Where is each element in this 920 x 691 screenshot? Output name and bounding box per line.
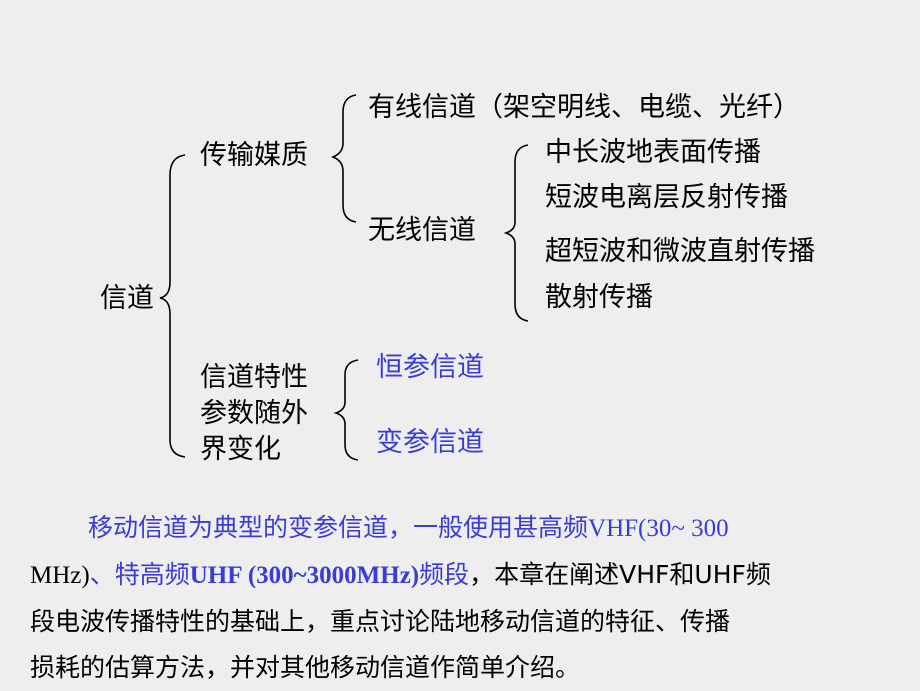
variable-channel: 变参信道	[376, 427, 484, 458]
para-text: 频段	[419, 560, 470, 589]
root-brace	[159, 154, 186, 458]
char-line: 界变化	[200, 434, 281, 465]
para-text: 移动信道为典型的变参信道，一般使用甚高频	[88, 513, 589, 542]
tree-brackets	[159, 94, 529, 461]
wireless-item: 超短波和微波直射传播	[545, 236, 815, 267]
medium-node: 传输媒质	[200, 140, 308, 171]
para-text: MHz)	[30, 562, 90, 589]
para-text: 、特高频	[89, 560, 190, 589]
root-node: 信道	[100, 283, 154, 314]
para-line-1: 移动信道为典型的变参信道，一般使用甚高频VHF(30~ 300	[30, 505, 900, 552]
wireless-brace	[503, 144, 529, 322]
para-line-2: MHz)、特高频UHF (300~3000MHz)频段，本章在阐述VHF和UHF…	[30, 552, 900, 599]
wired-node: 有线信道（架空明线、电缆、光纤）	[368, 92, 800, 123]
wireless-item: 短波电离层反射传播	[545, 182, 788, 213]
para-text: UHF (300~3000MHz)	[189, 562, 420, 589]
char-line: 信道特性	[200, 362, 308, 393]
char-brace	[333, 359, 359, 461]
medium-brace	[330, 94, 357, 223]
char-line: 参数随外	[200, 398, 308, 429]
wireless-node: 无线信道	[368, 215, 476, 246]
wireless-item: 散射传播	[545, 282, 653, 313]
para-text: ，本章在阐述VHF和UHF频	[469, 560, 771, 589]
para-line-4: 损耗的估算方法，并对其他移动信道作简单介绍。	[30, 653, 581, 682]
constant-channel: 恒参信道	[376, 352, 484, 383]
description-paragraph: 移动信道为典型的变参信道，一般使用甚高频VHF(30~ 300 MHz)、特高频…	[30, 505, 900, 691]
para-line-3: 段电波传播特性的基础上，重点讨论陆地移动信道的特征、传播	[30, 607, 731, 636]
para-text: VHF(30~ 300	[588, 515, 729, 542]
wireless-item: 中长波地表面传播	[545, 137, 761, 168]
